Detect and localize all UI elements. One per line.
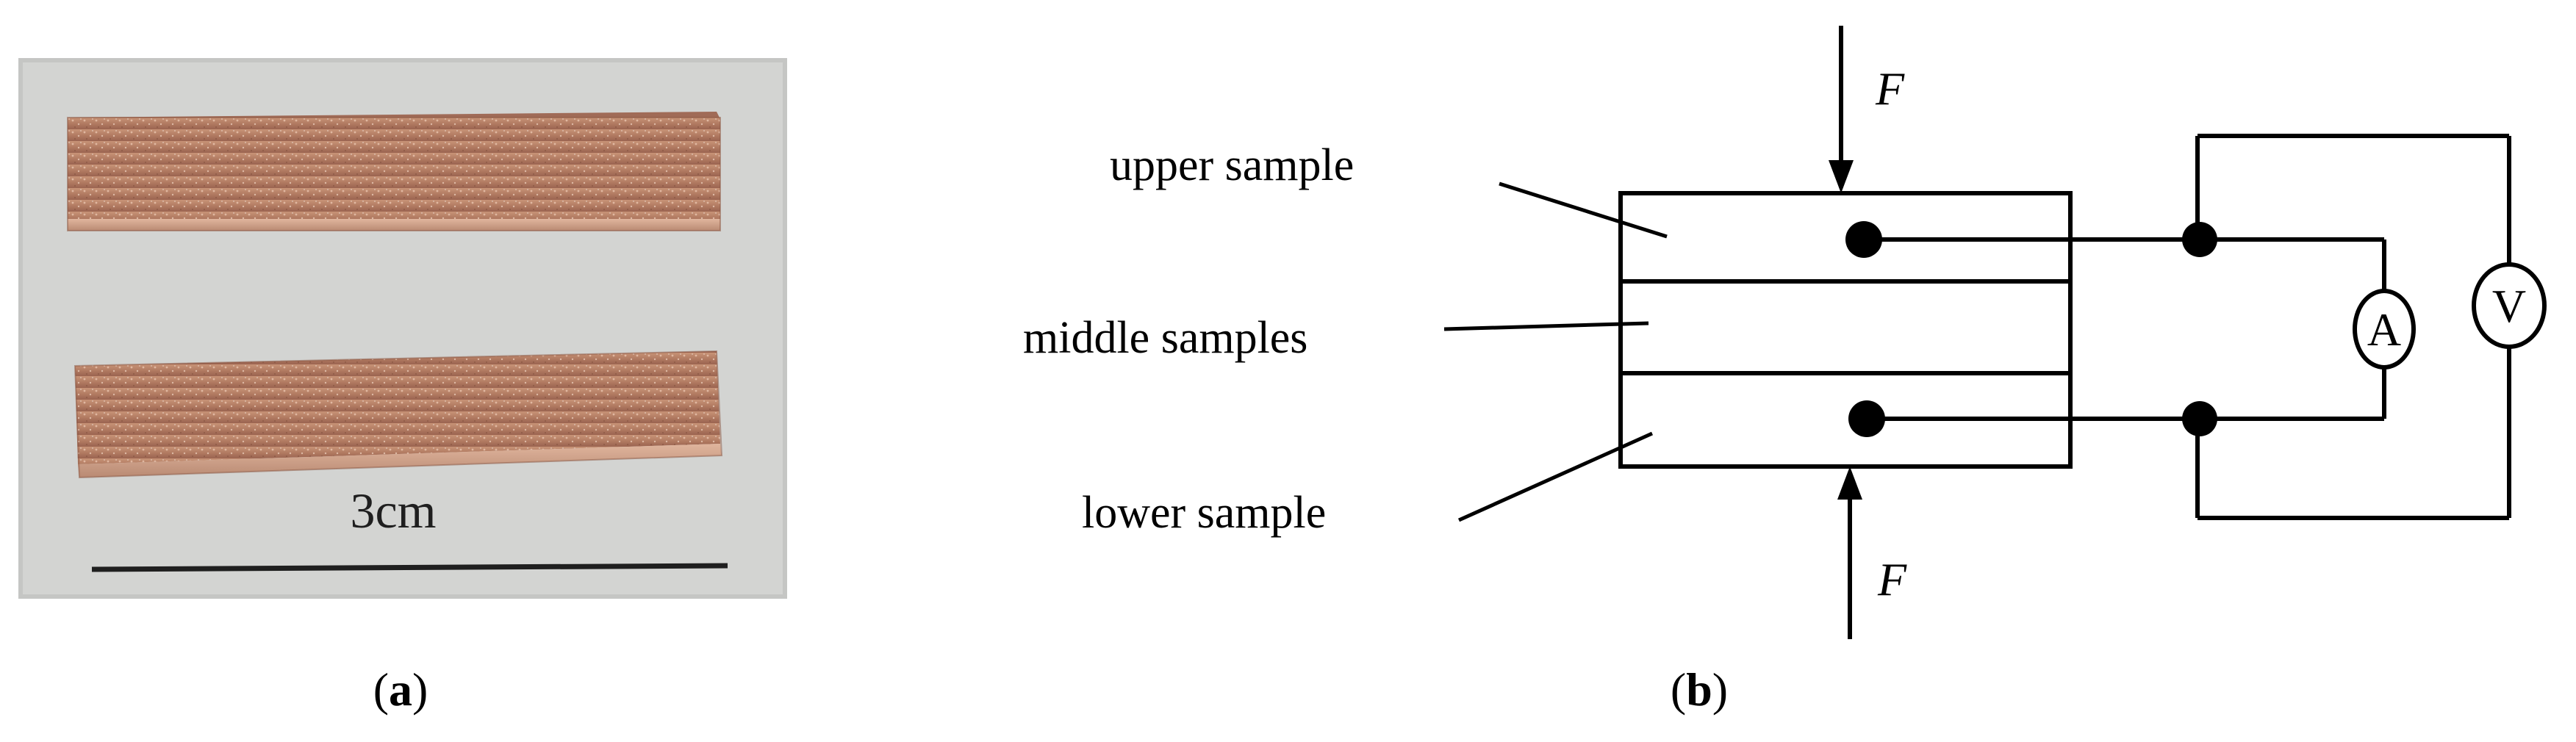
voltmeter-label: V — [2492, 280, 2526, 332]
scale-bar — [91, 563, 728, 572]
force-arrow-top — [1829, 26, 1854, 193]
force-label-top: F — [1875, 62, 1905, 115]
ammeter: A — [2353, 289, 2416, 370]
label-middle-samples: middle samples — [1023, 313, 1307, 363]
caption-b: (b) — [1671, 663, 1728, 716]
sample-stack — [1618, 191, 2073, 469]
leader-lower — [1457, 431, 1654, 522]
panel-b-schematic: upper sample middle samples lower sample… — [1023, 26, 2547, 639]
label-lower-sample: lower sample — [1082, 488, 1326, 538]
force-arrow-bottom — [1837, 467, 1862, 639]
leader-upper — [1499, 181, 1668, 239]
voltmeter: V — [2472, 262, 2547, 349]
scale-bar-label: 3cm — [350, 483, 436, 539]
leader-middle — [1443, 321, 1649, 331]
junction-upper — [2182, 222, 2217, 257]
copper-sample-bar-upper — [67, 112, 721, 231]
panel-a-photo: 3cm — [18, 58, 787, 599]
caption-a: (a) — [373, 663, 428, 716]
ammeter-label: A — [2367, 303, 2401, 356]
label-upper-sample: upper sample — [1110, 140, 1354, 190]
junction-lower — [2182, 401, 2217, 436]
force-label-bottom: F — [1877, 553, 1907, 605]
copper-sample-bar-lower — [73, 350, 723, 479]
